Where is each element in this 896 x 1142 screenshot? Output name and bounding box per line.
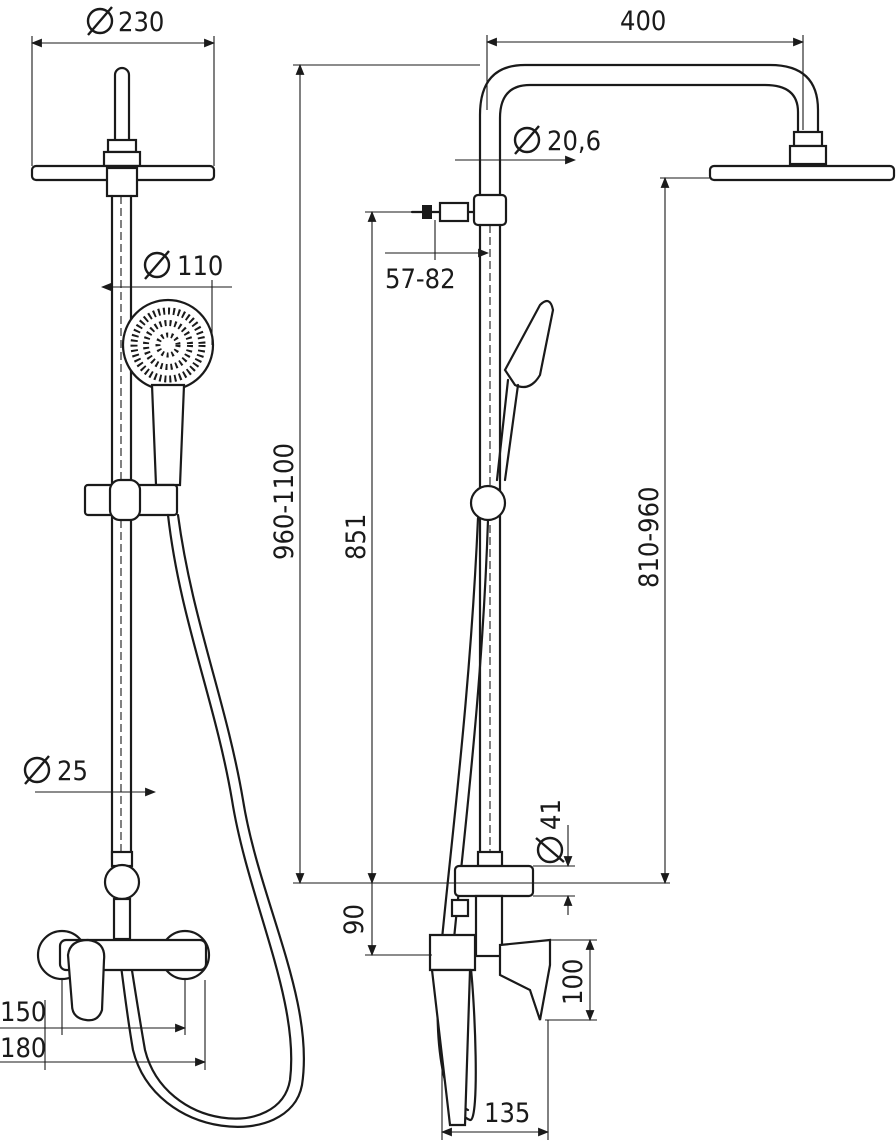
side-column <box>478 223 502 862</box>
dim-mixer-spacing-min: 150 <box>0 997 46 1028</box>
dim-mixer-offset: 90 <box>339 904 370 935</box>
front-column-clamp <box>105 166 139 198</box>
dim-bracket-offset: 57-82 <box>385 264 456 295</box>
front-rod-nut <box>106 138 138 154</box>
diameter-icon <box>86 7 114 35</box>
dim-hand-shower-diameter: 110 <box>177 251 223 282</box>
side-column-clamp <box>472 193 508 227</box>
side-wall-bracket <box>438 201 470 223</box>
side-shower-arm <box>478 63 820 197</box>
front-diverter-ball <box>103 863 141 901</box>
front-top-rod <box>113 66 131 152</box>
dim-arm-diameter: 20,6 <box>547 126 601 157</box>
side-slider-ball <box>469 484 507 522</box>
front-hose <box>126 513 293 1120</box>
front-view: 230 110 25 150 180 <box>0 6 306 1128</box>
side-rain-head <box>708 164 896 182</box>
dim-connector-diameter: 41 <box>536 799 567 830</box>
front-mixer-lever <box>66 938 106 1022</box>
dim-mixer-depth: 135 <box>484 1098 530 1129</box>
dim-mixer-height: 100 <box>558 959 589 1005</box>
dim-mixer-spacing-max: 180 <box>0 1033 46 1064</box>
front-head-connector <box>102 150 142 168</box>
dim-head-diameter: 230 <box>118 7 164 38</box>
diameter-icon <box>143 251 171 279</box>
side-mixer-body <box>428 933 477 972</box>
dim-column-diameter: 25 <box>57 756 88 787</box>
dim-total-height: 960-1100 <box>269 443 300 560</box>
dim-bracket-height: 851 <box>341 514 372 560</box>
dim-arm-projection: 400 <box>620 6 666 37</box>
diameter-icon <box>536 836 564 864</box>
side-mixer-lever <box>498 938 552 1021</box>
side-view: 400 20,6 57-82 960-1100 851 90 810-960 4… <box>269 6 896 1140</box>
side-mixer-connector <box>474 894 504 958</box>
dim-head-height: 810-960 <box>634 487 665 588</box>
side-hand-shower-head <box>503 299 555 389</box>
front-hand-shower-handle <box>150 383 186 487</box>
front-column <box>110 194 133 862</box>
diameter-icon <box>513 126 541 154</box>
diameter-icon <box>23 756 51 784</box>
side-diverter <box>453 864 535 898</box>
